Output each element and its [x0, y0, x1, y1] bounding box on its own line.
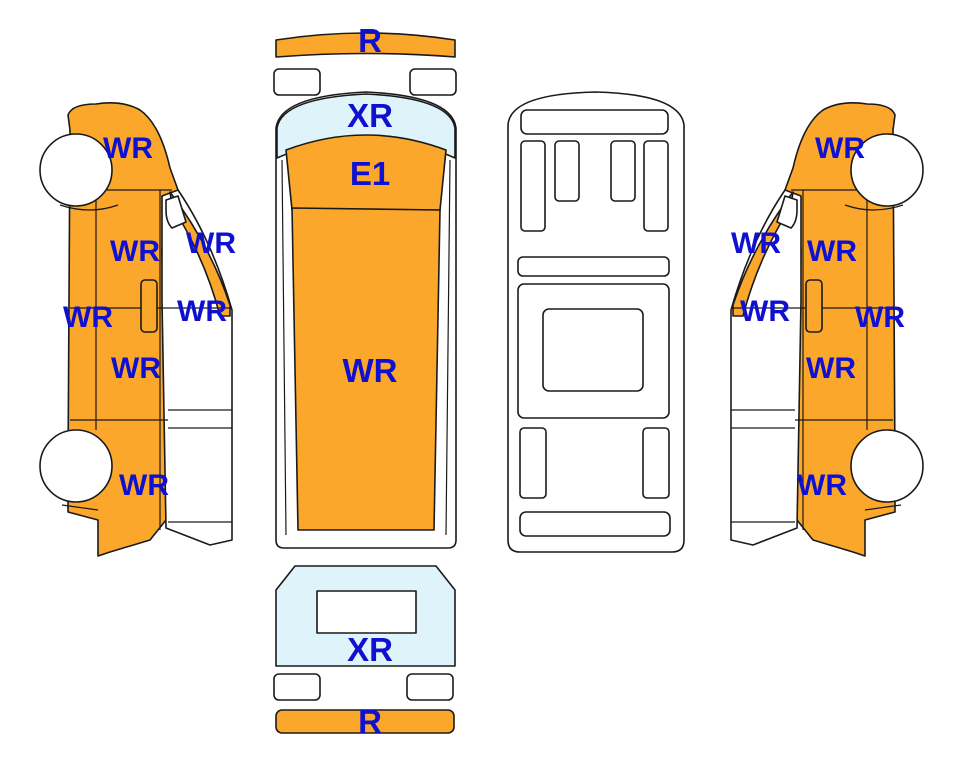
underside-front-panel — [520, 109, 669, 135]
right-wheel-arch-rear — [864, 504, 902, 511]
left-rear-wheel — [39, 429, 113, 503]
label-left-front-door-lower: WR — [63, 301, 113, 334]
rear-view — [273, 565, 456, 734]
right-front-wheel — [850, 133, 924, 207]
rear-bumper[interactable] — [275, 709, 455, 734]
underside-cargo-center — [542, 308, 644, 392]
right-quarter-window — [776, 195, 798, 229]
left-side-view — [39, 102, 233, 557]
underside-slot-2 — [554, 140, 580, 202]
underside-rear-panel — [519, 511, 671, 537]
underside-rear-slot-right — [642, 427, 670, 499]
underside-slot-3 — [610, 140, 636, 202]
label-top-hood: E1 — [350, 155, 390, 192]
label-left-rear-area-upper: WR — [177, 295, 227, 328]
left-quarter-window — [165, 195, 187, 229]
left-door-handle — [140, 279, 158, 333]
label-right-front-door-upper: WR — [807, 235, 857, 268]
damage-labels: R XR E1 WR XR R WR WR WR WR WR WR WR WR … — [63, 22, 905, 740]
top-roof[interactable] — [291, 207, 441, 531]
rear-window[interactable] — [316, 590, 417, 634]
top-hood[interactable] — [285, 134, 447, 211]
underside-rear-slot-left — [519, 427, 547, 499]
label-left-front-pillar: WR — [186, 227, 236, 260]
label-right-rear-quarter: WR — [797, 469, 847, 502]
rear-light-left — [273, 673, 321, 701]
top-view — [273, 32, 457, 549]
left-wheel-arch-front — [59, 204, 119, 211]
label-left-front-fender: WR — [103, 132, 153, 165]
top-front-bumper[interactable] — [275, 32, 456, 58]
left-front-wheel — [39, 133, 113, 207]
label-right-front-pillar: WR — [731, 227, 781, 260]
label-top-roof: WR — [343, 352, 398, 389]
label-left-front-door-upper: WR — [110, 235, 160, 268]
top-headlight-left — [273, 68, 321, 96]
right-rear-wheel — [850, 429, 924, 503]
label-right-front-fender: WR — [815, 132, 865, 165]
right-door-handle — [805, 279, 823, 333]
top-side-right — [445, 159, 451, 536]
label-top-windshield: XR — [347, 97, 393, 134]
label-rear-window: XR — [347, 631, 393, 668]
top-side-left — [281, 159, 287, 536]
rear-light-right — [406, 673, 454, 701]
label-left-rear-fender: WR — [111, 352, 161, 385]
label-left-rear-quarter: WR — [119, 469, 169, 502]
label-top-front-bumper: R — [358, 22, 382, 59]
top-headlight-right — [409, 68, 457, 96]
underside-view — [507, 91, 685, 553]
left-wheel-arch-rear — [61, 504, 99, 511]
label-right-rear-fender: WR — [806, 352, 856, 385]
underside-slot-4 — [643, 140, 669, 232]
label-right-front-door-lower: WR — [855, 301, 905, 334]
underside-slot-1 — [520, 140, 546, 232]
label-rear-bumper: R — [358, 703, 382, 740]
label-right-rear-area-upper: WR — [740, 295, 790, 328]
right-wheel-arch-front — [844, 204, 904, 211]
right-side-view — [730, 102, 924, 557]
underside-bar — [517, 256, 670, 277]
